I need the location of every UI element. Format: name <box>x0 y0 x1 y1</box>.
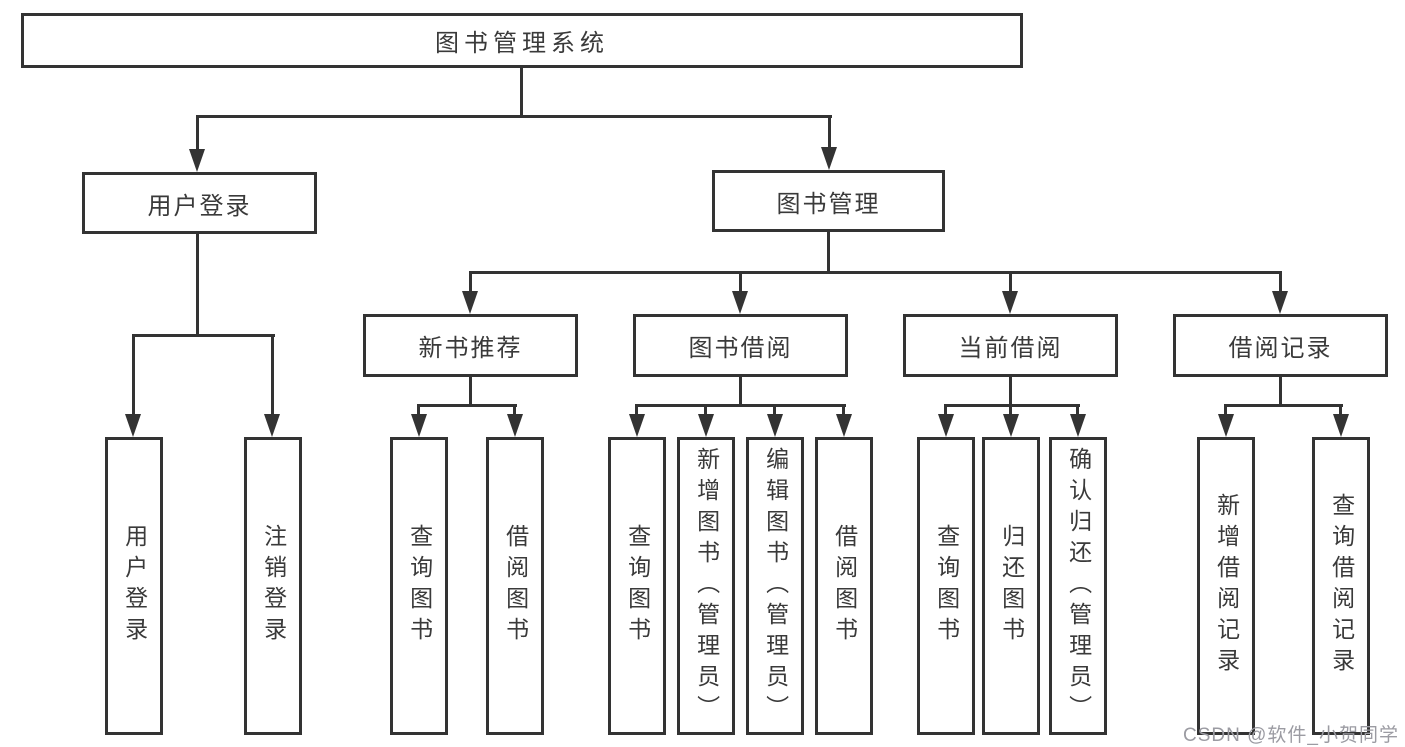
arrow-down-icon <box>507 414 523 437</box>
arrow-down-icon <box>1002 291 1018 314</box>
connector-line <box>417 404 517 407</box>
leaf-return-book: 归还图书 <box>982 437 1040 735</box>
connector-line <box>513 404 516 416</box>
arrow-down-icon <box>411 414 427 437</box>
arrow-down-icon <box>462 291 478 314</box>
node-label: 编辑图书（管理员） <box>762 446 789 726</box>
connector-line <box>944 404 947 416</box>
node-label: 图书管理 <box>776 190 881 218</box>
node-current-borrowing: 当前借阅 <box>903 314 1118 377</box>
connector-line <box>196 115 199 149</box>
node-label: 查询图书 <box>933 524 960 648</box>
arrow-down-icon <box>732 291 748 314</box>
arrow-down-icon <box>767 414 783 437</box>
connector-line <box>132 334 275 337</box>
arrow-down-icon <box>1070 414 1086 437</box>
connector-line <box>828 115 831 147</box>
arrow-down-icon <box>938 414 954 437</box>
arrow-down-icon <box>821 147 837 170</box>
connector-line <box>469 271 1282 274</box>
node-book-management: 图书管理 <box>712 170 945 232</box>
connector-line <box>1076 404 1079 416</box>
connector-line <box>1009 271 1012 293</box>
leaf-borrow-books: 借阅图书 <box>815 437 873 735</box>
connector-line <box>271 334 274 414</box>
connector-line <box>635 404 846 407</box>
leaf-user-login: 用户登录 <box>105 437 163 735</box>
connector-line <box>1224 404 1227 416</box>
node-label: 新增图书（管理员） <box>693 446 720 726</box>
connector-line <box>417 404 420 416</box>
node-label: 新书推荐 <box>418 335 523 362</box>
node-label: 查询图书 <box>624 524 651 648</box>
connector-line <box>1224 404 1343 407</box>
node-label: 查询图书 <box>406 524 433 648</box>
node-label: 用户登录 <box>121 524 148 648</box>
node-borrowing-records: 借阅记录 <box>1173 314 1388 377</box>
leaf-logout-login: 注销登录 <box>244 437 302 735</box>
leaf-query-books-recommend: 查询图书 <box>390 437 448 735</box>
leaf-query-books-borrow: 查询图书 <box>608 437 666 735</box>
connector-line <box>739 271 742 293</box>
node-label: 借阅记录 <box>1228 335 1333 362</box>
connector-line <box>704 404 707 416</box>
connector-line <box>469 271 472 293</box>
node-label: 借阅图书 <box>502 524 529 648</box>
connector-line <box>842 404 845 416</box>
leaf-borrow-books-recommend: 借阅图书 <box>486 437 544 735</box>
node-library-management-system: 图书管理系统 <box>21 13 1023 68</box>
arrow-down-icon <box>836 414 852 437</box>
node-label: 图书管理系统 <box>435 30 609 57</box>
node-label: 当前借阅 <box>958 335 1063 362</box>
leaf-edit-book-admin: 编辑图书（管理员） <box>746 437 804 735</box>
arrow-down-icon <box>1333 414 1349 437</box>
node-label: 图书借阅 <box>688 335 793 362</box>
node-new-book-recommend: 新书推荐 <box>363 314 578 377</box>
node-label: 确认归还（管理员） <box>1065 446 1092 726</box>
arrow-down-icon <box>1003 414 1019 437</box>
node-book-borrowing: 图书借阅 <box>633 314 848 377</box>
connector-line <box>635 404 638 416</box>
connector-line <box>1009 377 1012 407</box>
arrow-down-icon <box>629 414 645 437</box>
leaf-query-borrow-record: 查询借阅记录 <box>1312 437 1370 735</box>
leaf-query-books-current: 查询图书 <box>917 437 975 735</box>
connector-line <box>773 404 776 416</box>
connector-line <box>132 334 135 414</box>
connector-line <box>739 377 742 407</box>
arrow-down-icon <box>189 149 205 172</box>
connector-line <box>1279 377 1282 407</box>
connector-line <box>196 234 199 337</box>
node-label: 查询借阅记录 <box>1328 493 1355 679</box>
node-label: 注销登录 <box>260 524 287 648</box>
arrow-down-icon <box>1218 414 1234 437</box>
arrow-down-icon <box>1272 291 1288 314</box>
node-label: 新增借阅记录 <box>1213 493 1240 679</box>
node-label: 用户登录 <box>147 192 252 220</box>
node-label: 借阅图书 <box>831 524 858 648</box>
leaf-add-borrow-record: 新增借阅记录 <box>1197 437 1255 735</box>
csdn-watermark: CSDN @软件_小贺同学 <box>1183 725 1399 746</box>
arrow-down-icon <box>698 414 714 437</box>
node-label: 归还图书 <box>998 524 1025 648</box>
connector-line <box>1009 404 1012 416</box>
node-user-login: 用户登录 <box>82 172 317 234</box>
arrow-down-icon <box>264 414 280 437</box>
leaf-confirm-return-admin: 确认归还（管理员） <box>1049 437 1107 735</box>
connector-line <box>1279 271 1282 293</box>
connector-line <box>827 232 830 274</box>
connector-line <box>1339 404 1342 416</box>
arrow-down-icon <box>125 414 141 437</box>
connector-line <box>196 115 832 118</box>
leaf-add-book-admin: 新增图书（管理员） <box>677 437 735 735</box>
connector-line <box>520 68 523 118</box>
connector-line <box>469 377 472 407</box>
connector-line <box>944 404 1080 407</box>
